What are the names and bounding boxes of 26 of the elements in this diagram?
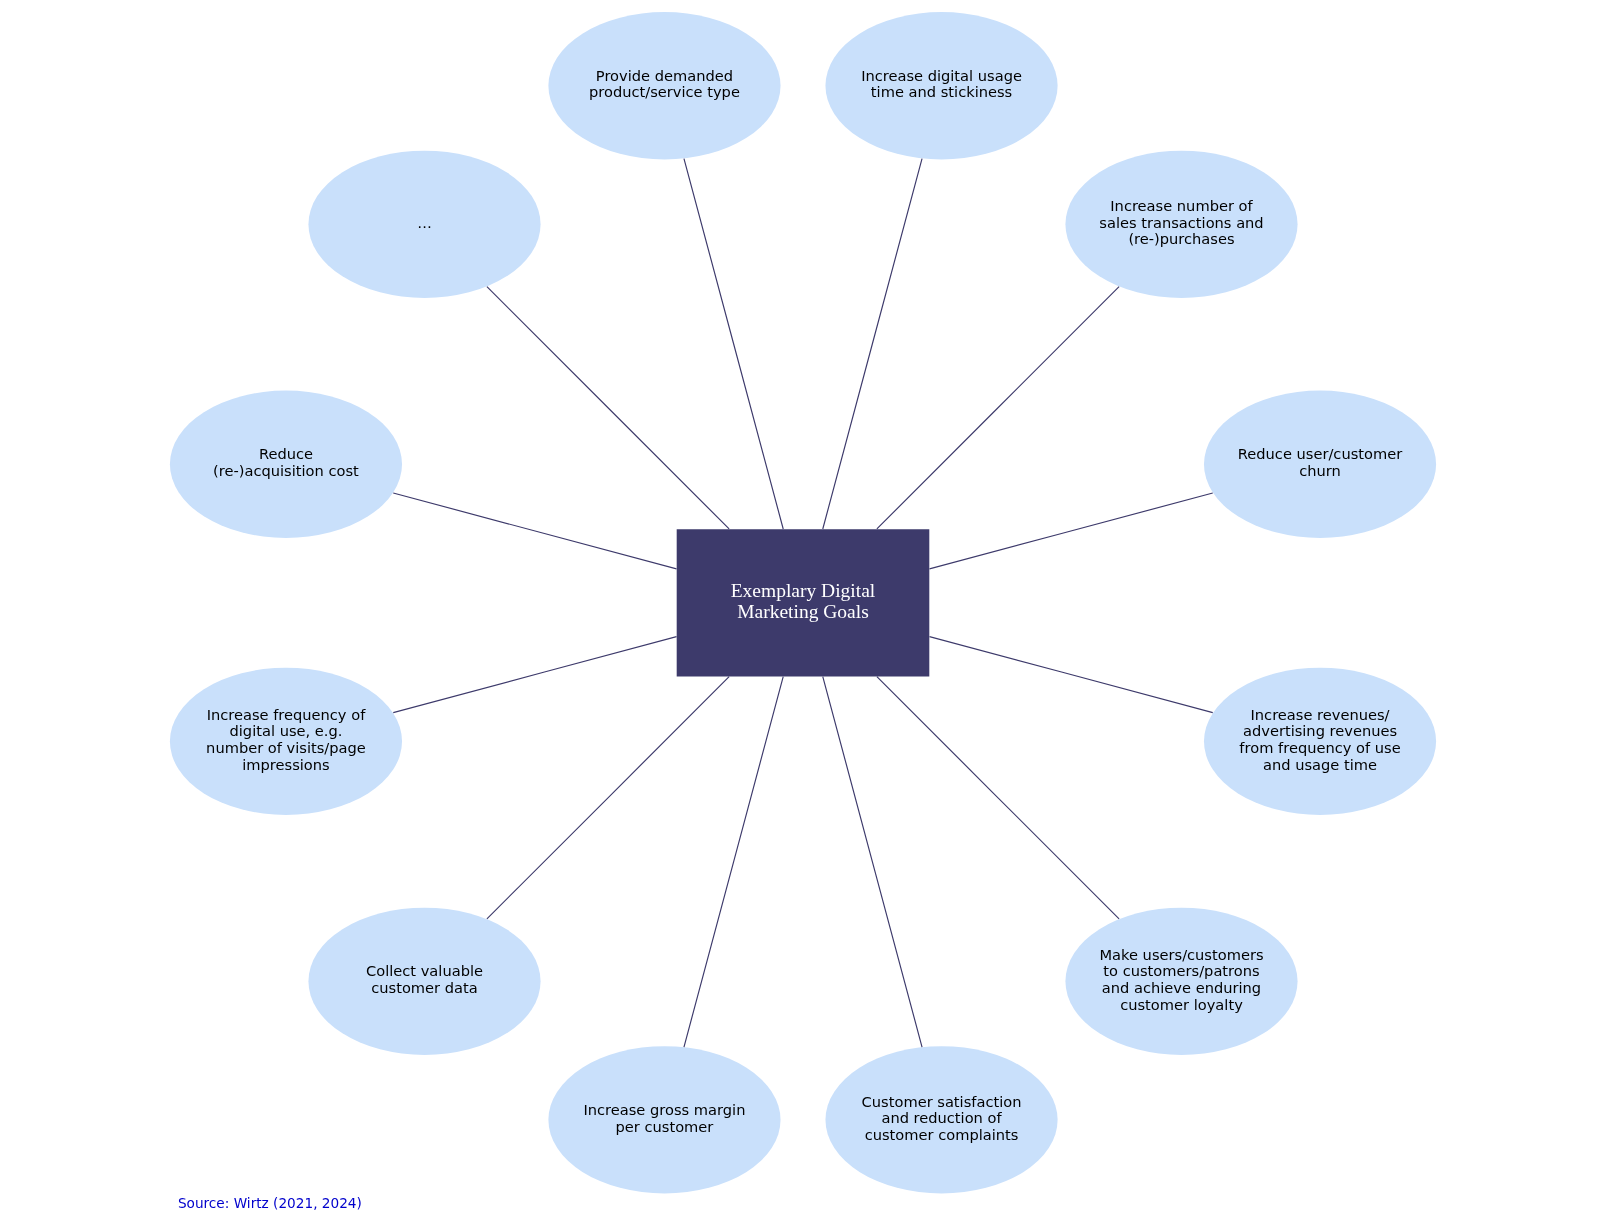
connector (876, 286, 1120, 530)
node-box: Exemplary Digital Marketing Goals (676, 529, 930, 677)
connector (683, 676, 784, 1048)
connector (486, 286, 730, 530)
node-ellipse: Reduce (re-)acquisition cost (169, 390, 403, 538)
connector (822, 157, 923, 530)
node-ellipse: Increase frequency of digital use, e.g. number of visits/page impressions (169, 667, 403, 815)
connector (683, 157, 784, 530)
node-ellipse: Make users/customers to customers/patrons and achieve enduring customer loyalty (1065, 907, 1298, 1055)
connector (876, 676, 1120, 920)
node-ellipse: Provide demanded product/service type (548, 12, 781, 160)
connector (392, 636, 678, 714)
caption: Source: Wirtz (2021, 2024) (177, 1195, 362, 1212)
node-ellipse: Increase number of sales transactions and (re-)purchases (1065, 150, 1298, 298)
connector (928, 636, 1214, 714)
node-ellipse: Customer satisfaction and reduction of customer complaints (825, 1046, 1058, 1194)
connector (486, 676, 730, 920)
connector (392, 492, 678, 570)
connector (928, 492, 1214, 570)
node-ellipse: Collect valuable customer data (308, 907, 541, 1055)
connector (822, 676, 923, 1048)
node-ellipse: Reduce user/customer churn (1203, 390, 1437, 538)
node-ellipse: Increase gross margin per customer (548, 1046, 781, 1194)
node-ellipse: Increase digital usage time and stickiness (825, 12, 1058, 160)
node-ellipse: … (308, 150, 541, 298)
node-ellipse: Increase revenues/ advertising revenues from frequency of use and usage time (1203, 667, 1437, 815)
